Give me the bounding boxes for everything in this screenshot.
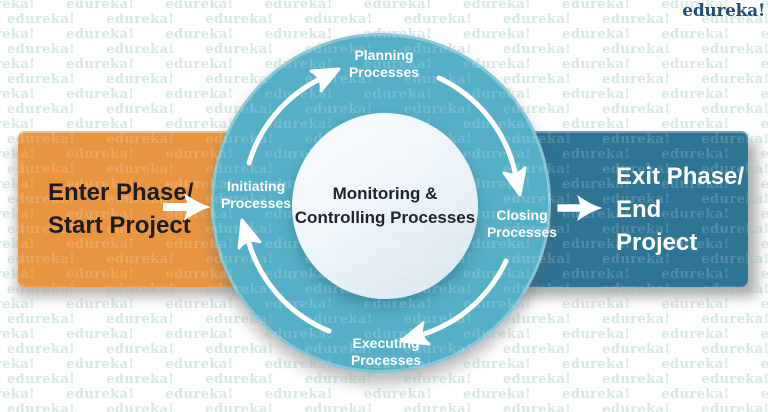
edureka-logo: edureka! (682, 1, 765, 21)
monitoring-circle (292, 113, 478, 299)
